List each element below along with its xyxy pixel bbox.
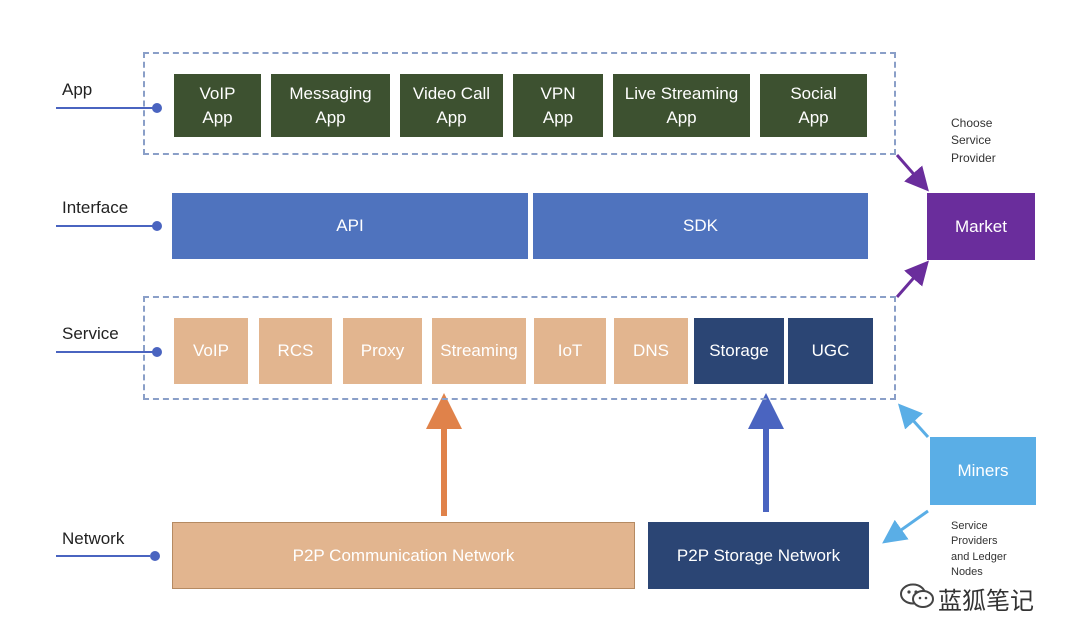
app-messaging: Messaging App <box>271 74 390 137</box>
layer-label-service: Service <box>62 324 119 343</box>
app-layer-frame <box>143 52 896 155</box>
service-iot: IoT <box>534 318 606 384</box>
miners-box: Miners <box>930 437 1036 505</box>
service-proxy: Proxy <box>343 318 422 384</box>
arrow-app-to-market <box>895 154 929 192</box>
arrow-market-to-service <box>895 260 929 298</box>
layer-pointer-interface <box>56 221 162 231</box>
network-p2p-communication: P2P Communication Network <box>172 522 635 589</box>
watermark-text: 蓝狐笔记 <box>938 588 1034 615</box>
layer-pointer-service <box>56 347 162 357</box>
layer-pointer-app <box>56 103 162 113</box>
arrow-miners-to-storage-network <box>882 509 929 544</box>
interface-api: API <box>172 193 528 259</box>
layer-label-app: App <box>62 80 93 99</box>
service-voip: VoIP <box>174 318 248 384</box>
wechat-logo-icon <box>898 582 936 610</box>
app-video-call: Video Call App <box>400 74 503 137</box>
service-rcs: RCS <box>259 318 332 384</box>
market-box: Market <box>927 193 1035 260</box>
interface-sdk: SDK <box>533 193 868 259</box>
network-p2p-storage: P2P Storage Network <box>648 522 869 589</box>
layer-label-network: Network <box>62 529 125 548</box>
layer-label-interface: Interface <box>62 198 129 217</box>
app-voip: VoIP App <box>174 74 261 137</box>
service-ugc: UGC <box>788 318 873 384</box>
market-note: Choose Service Provider <box>951 116 996 165</box>
service-storage: Storage <box>694 318 784 384</box>
service-dns: DNS <box>614 318 688 384</box>
service-layer-frame <box>143 296 896 400</box>
app-live-streaming: Live Streaming App <box>613 74 750 137</box>
miners-note: Service Providers and Ledger Nodes <box>951 520 1007 579</box>
app-vpn: VPN App <box>513 74 603 137</box>
app-social: Social App <box>760 74 867 137</box>
arrow-miners-to-service <box>897 403 930 439</box>
service-streaming: Streaming <box>432 318 526 384</box>
layer-pointer-network <box>56 551 160 561</box>
